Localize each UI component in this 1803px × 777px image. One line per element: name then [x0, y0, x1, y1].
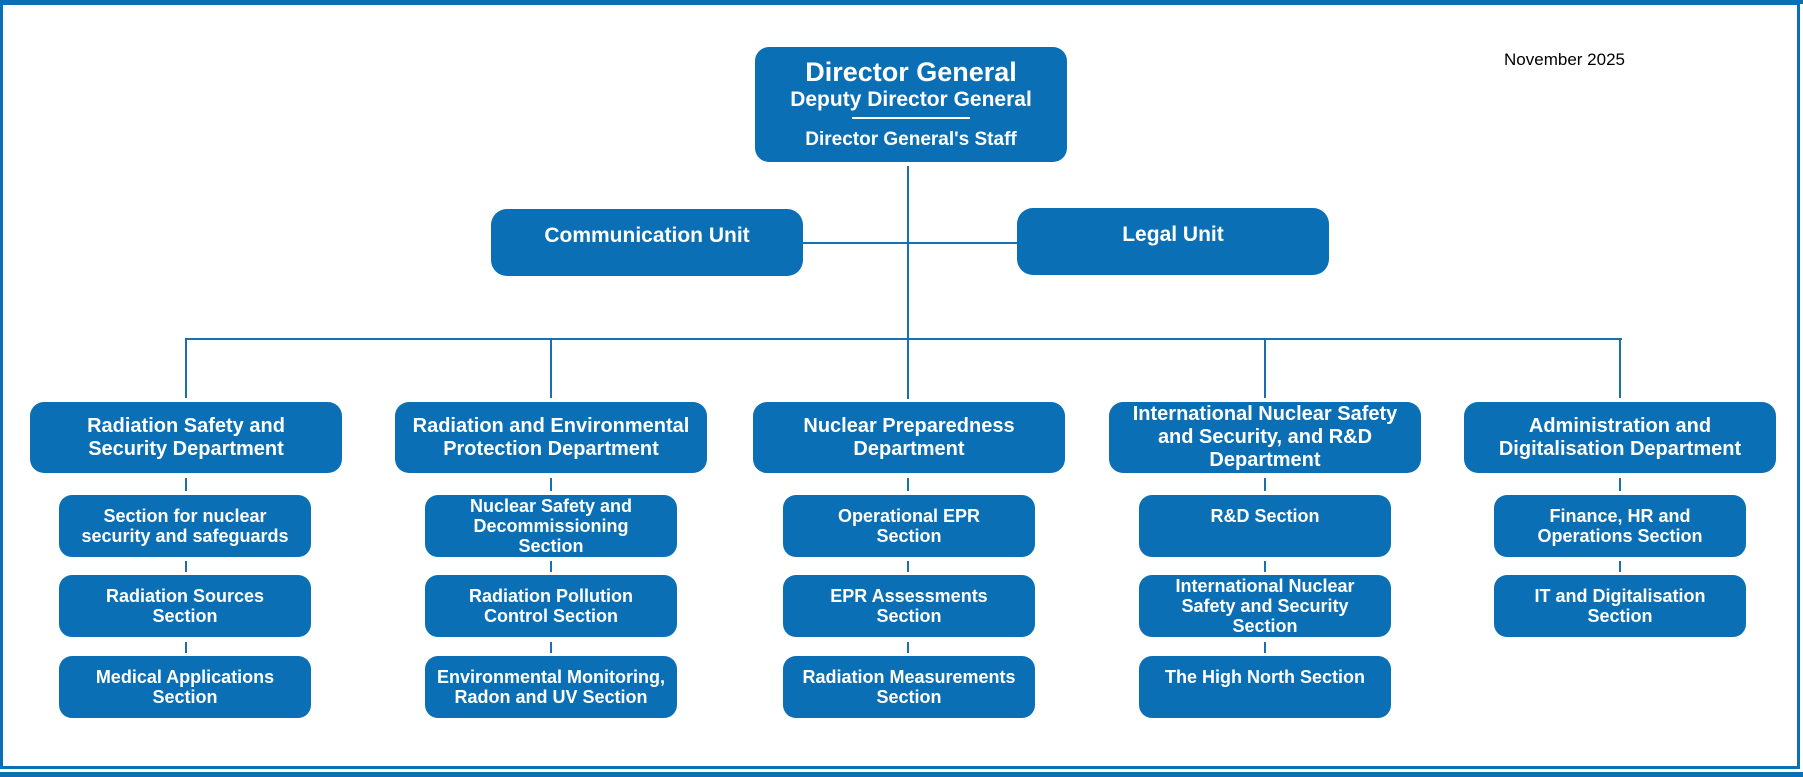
connector-dash [185, 478, 187, 491]
connector-dash [185, 642, 187, 653]
connector-dash [1619, 561, 1621, 572]
section-nuclear-safety-decommissioning-box: Nuclear Safety and Decommissioning Secti… [425, 495, 677, 557]
communication-unit-box: Communication Unit [491, 209, 803, 276]
connector-dash [907, 478, 909, 491]
connector-dash [907, 561, 909, 572]
deputy-director-general-label: Deputy Director General [790, 88, 1032, 111]
connector-drop-dept-1 [185, 340, 187, 398]
connector-dash [185, 561, 187, 572]
connector-units-horizontal [802, 242, 1017, 244]
director-general-title: Director General [805, 57, 1017, 87]
connector-distribution-horizontal [185, 338, 1622, 340]
dept-radiation-safety-security-box: Radiation Safety and Security Department [30, 402, 342, 473]
dept-nuclear-preparedness-box: Nuclear Preparedness Department [753, 402, 1065, 473]
connector-dash [550, 561, 552, 572]
director-general-staff-label: Director General's Staff [805, 129, 1017, 150]
section-rd-box: R&D Section [1139, 495, 1391, 557]
dept-administration-digitalisation-box: Administration and Digitalisation Depart… [1464, 402, 1776, 473]
section-finance-hr-operations-box: Finance, HR and Operations Section [1494, 495, 1746, 557]
connector-dash [907, 642, 909, 653]
section-epr-assessments-box: EPR Assessments Section [783, 575, 1035, 637]
date-label: November 2025 [1504, 50, 1625, 69]
connector-drop-dept-4 [1264, 340, 1266, 398]
connector-dash [550, 478, 552, 491]
frame-bottom-bar [0, 772, 1803, 777]
connector-center-vertical [907, 166, 909, 399]
connector-drop-dept-2 [550, 340, 552, 398]
legal-unit-box: Legal Unit [1017, 208, 1329, 275]
dept-international-nuclear-safety-rd-box: International Nuclear Safety and Securit… [1109, 402, 1421, 473]
connector-dash [1264, 642, 1266, 653]
section-radiation-sources-box: Radiation Sources Section [59, 575, 311, 637]
section-high-north-box: The High North Section [1139, 656, 1391, 718]
connector-dash [550, 642, 552, 653]
connector-dash [1264, 561, 1266, 572]
connector-drop-dept-5 [1619, 340, 1621, 398]
dept-radiation-environmental-protection-box: Radiation and Environmental Protection D… [395, 402, 707, 473]
divider-line [852, 117, 970, 119]
section-international-nuclear-safety-security-box: International Nuclear Safety and Securit… [1139, 575, 1391, 637]
connector-dash [1264, 478, 1266, 491]
section-radiation-pollution-control-box: Radiation Pollution Control Section [425, 575, 677, 637]
section-environmental-monitoring-radon-uv-box: Environmental Monitoring, Radon and UV S… [425, 656, 677, 718]
section-radiation-measurements-box: Radiation Measurements Section [783, 656, 1035, 718]
connector-dash [1619, 478, 1621, 491]
section-medical-applications-box: Medical Applications Section [59, 656, 311, 718]
director-general-box: Director General Deputy Director General… [755, 47, 1067, 162]
section-it-digitalisation-box: IT and Digitalisation Section [1494, 575, 1746, 637]
section-operational-epr-box: Operational EPR Section [783, 495, 1035, 557]
section-nuclear-security-safeguards-box: Section for nuclear security and safegua… [59, 495, 311, 557]
